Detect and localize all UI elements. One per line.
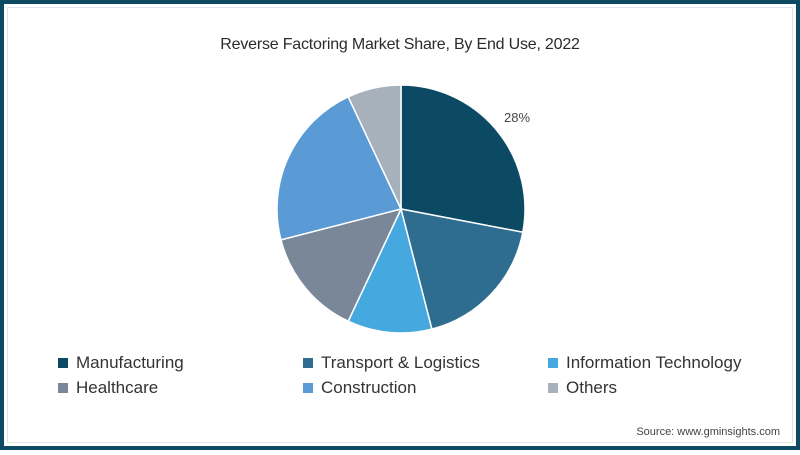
legend-item-healthcare: Healthcare — [58, 377, 303, 398]
legend-item-information-technology: Information Technology — [548, 352, 778, 373]
slice-label-manufacturing: 28% — [504, 110, 530, 125]
legend-swatch-icon — [58, 358, 68, 368]
legend-label: Transport & Logistics — [321, 353, 480, 373]
legend-swatch-icon — [303, 383, 313, 393]
legend-label: Others — [566, 378, 617, 398]
legend-swatch-icon — [548, 358, 558, 368]
legend-label: Construction — [321, 378, 416, 398]
legend-item-transport-logistics: Transport & Logistics — [303, 352, 548, 373]
pie-slice-manufacturing — [401, 85, 525, 232]
legend-swatch-icon — [58, 383, 68, 393]
legend-label: Healthcare — [76, 378, 158, 398]
legend-item-others: Others — [548, 377, 778, 398]
source-note: Source: www.gminsights.com — [636, 426, 780, 438]
legend-swatch-icon — [303, 358, 313, 368]
legend-item-manufacturing: Manufacturing — [58, 352, 303, 373]
legend-swatch-icon — [548, 383, 558, 393]
legend: Manufacturing Transport & Logistics Info… — [58, 352, 778, 398]
legend-label: Manufacturing — [76, 353, 184, 373]
legend-label: Information Technology — [566, 353, 741, 373]
legend-item-construction: Construction — [303, 377, 548, 398]
